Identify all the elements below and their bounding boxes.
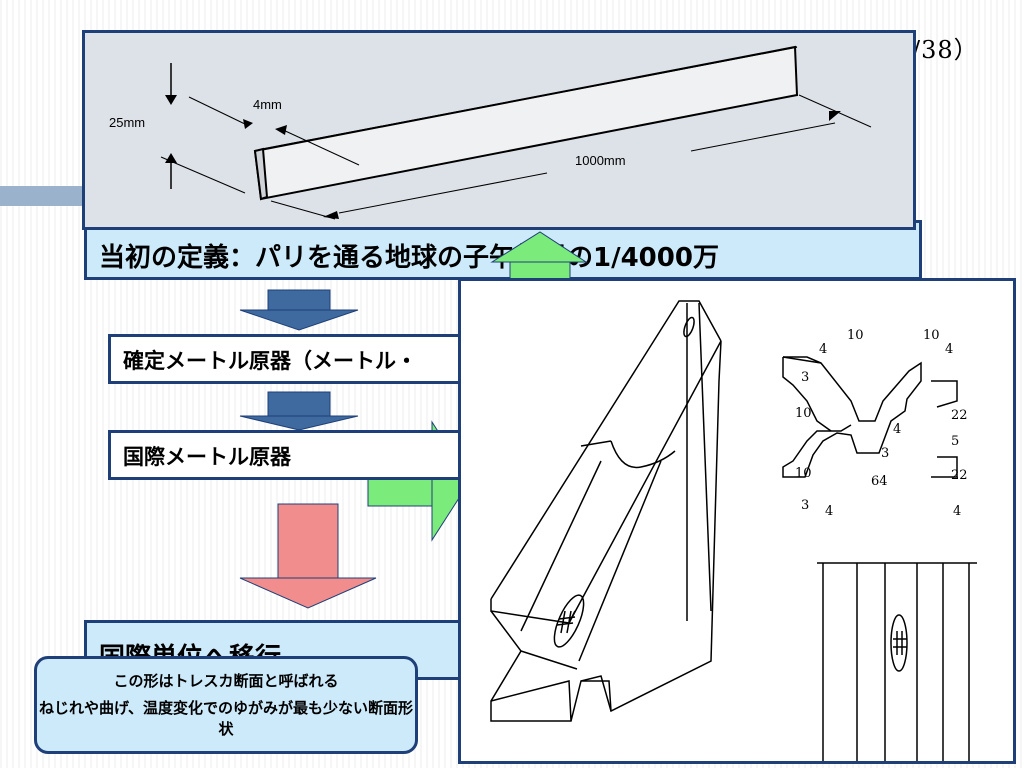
dim-4-bottom-left: 4 [825,504,833,519]
tresca-callout: この形はトレスカ断面と呼ばれる ねじれや曲げ、温度変化でのゆがみが最も少ない断面… [34,656,418,754]
cross-section-dims: 10 10 4 4 3 10 22 4 5 3 10 64 22 3 4 4 [795,328,968,519]
tresca-bar-perspective [490,300,722,722]
blue-arrow-2 [239,391,359,431]
step2-text: 国際メートル原器 [123,445,291,469]
dim-4-top-left: 4 [819,342,827,357]
dim-4-top-right: 4 [945,342,953,357]
definition-bar: 当初の定義：パリを通る地球の子午線長の1/4000万 [84,220,922,280]
dim-64: 64 [871,474,888,489]
red-arrow [239,503,377,609]
tresca-top-view [817,562,977,761]
step1-text: 確定メートル原器（メートル・ [123,349,417,373]
dim-10-left-upper: 10 [795,406,812,421]
green-arrow-up [490,231,588,283]
tresca-drawing: 10 10 4 4 3 10 22 4 5 3 10 64 22 3 4 4 [490,300,977,761]
dim-10-left-lower: 10 [795,466,812,481]
width-label: 4mm [253,97,282,112]
definition-text: 当初の定義：パリを通る地球の子午線長の1/4000万 [99,243,719,273]
dim-10-top-right: 10 [923,328,940,343]
dim-10-top-left: 10 [847,328,864,343]
blue-arrow-1 [239,289,359,331]
dim-3-upper: 3 [801,370,809,385]
dim-3-lower: 3 [801,498,809,513]
tresca-drawing-panel: 10 10 4 4 3 10 22 4 5 3 10 64 22 3 4 4 [458,278,1016,764]
callout-line-2: ねじれや曲げ、温度変化でのゆがみが最も少ない断面形状 [39,699,413,738]
dim-4-mid: 4 [893,422,901,437]
height-label: 25mm [109,115,145,130]
dim-22-upper: 22 [951,408,968,423]
title-accent-stripe [0,186,86,206]
callout-line-1: この形はトレスカ断面と呼ばれる [113,672,339,690]
dim-3-mid: 3 [881,446,889,461]
bar-schematic: 25mm 4mm 1000mm [109,45,872,220]
dim-5: 5 [951,434,959,449]
bar-schematic-panel: 25mm 4mm 1000mm [82,30,916,230]
length-label: 1000mm [575,153,626,168]
tresca-cross-section [782,356,958,478]
dim-22-lower: 22 [951,468,968,483]
dim-4-bottom-right: 4 [953,504,961,519]
